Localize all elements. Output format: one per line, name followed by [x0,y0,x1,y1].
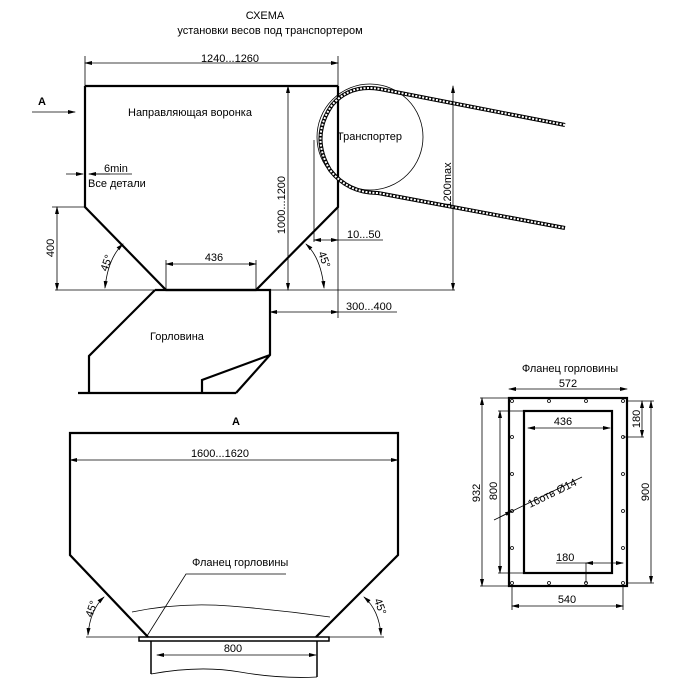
throat-label: Горловина [150,331,205,343]
dim-inner-width: 436 [554,416,572,428]
dim-gap: 10...50 [347,229,381,241]
flange-title: Фланец горловины [522,363,618,375]
wall-thickness: 6min [104,163,128,175]
throat [78,288,272,395]
dim-inner-height: 800 [488,482,500,500]
dim-width: 1240...1260 [201,53,259,65]
angle-right: 45° [315,250,332,270]
conveyor: Транспортер [316,83,566,230]
flange-outer [507,396,629,588]
front-dim-bottom: 800 [224,643,242,655]
flange-callout: Фланец горловины [192,557,288,569]
bolt-holes [510,399,625,585]
drawing-subtitle: установки весов под транспортером [177,25,362,37]
dim-height: 1000...1200 [276,176,288,234]
hopper-label: Направляющая воронка [128,107,253,119]
front-flange [138,636,330,642]
angle-left: 45° [99,253,116,273]
holes-note: 16отв Ø14 [526,477,579,511]
front-angle-right: 45° [371,597,388,617]
dim-hole-width: 540 [558,594,576,606]
conveyor-label: Транспортер [337,131,402,143]
flange-view: Фланец горловины 572 436 540 932 800 180… [471,363,654,610]
drawing-title: СХЕМА [246,10,285,22]
dim-opening: 436 [205,252,223,264]
front-view-label: A [232,416,240,428]
dim-lower: 400 [45,239,57,257]
front-hopper [68,431,400,638]
dim-pitch-vertical: 180 [631,410,643,428]
front-view: A 1600...1620 800 Фланец горловины 45° 4… [68,416,400,678]
front-angle-left: 45° [84,599,101,619]
dim-offset: 300...400 [346,301,392,313]
wall-note: Все детали [88,178,146,190]
front-dim-width: 1600...1620 [191,448,249,460]
view-arrow-label: A [38,96,46,108]
flange-inner [522,409,614,575]
dim-outer-width: 572 [559,378,577,390]
side-view: Направляющая воронка Горловина Транспорт… [32,53,566,395]
dim-pitch-horizontal: 180 [556,552,574,564]
dim-outer-height: 932 [471,484,483,502]
dim-max-height: 1200max [442,162,454,208]
dim-hole-height: 900 [640,483,652,501]
